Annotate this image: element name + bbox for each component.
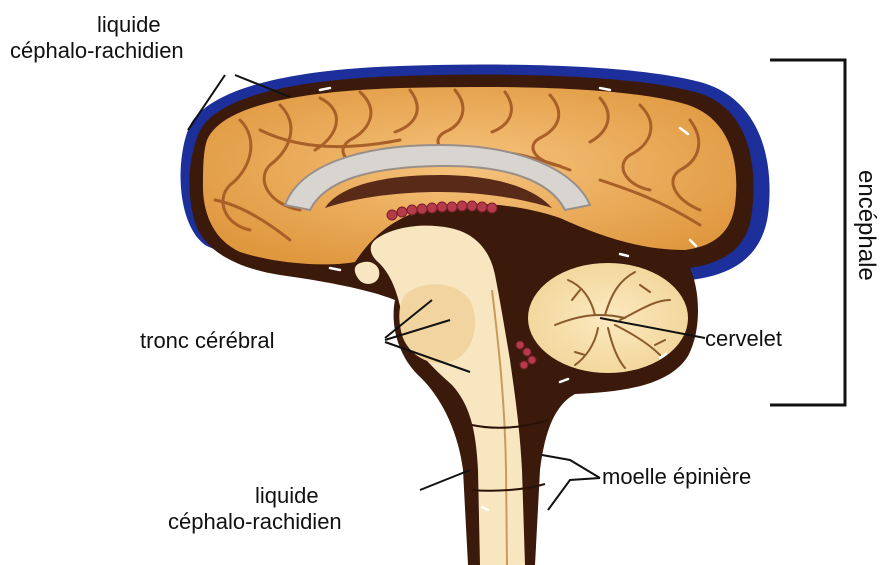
encephalon-bracket (770, 60, 845, 405)
label-csf-top-line1: liquide (97, 12, 161, 38)
label-cerebellum: cervelet (705, 326, 782, 352)
label-csf-bottom-line2: céphalo-rachidien (168, 509, 342, 535)
label-csf-top-line2: céphalo-rachidien (10, 38, 184, 64)
label-brainstem: tronc cérébral (140, 328, 275, 354)
label-spinal-cord: moelle épinière (602, 464, 751, 490)
label-encephalon: encéphale (852, 170, 880, 281)
label-csf-bottom-line1: liquide (255, 483, 319, 509)
